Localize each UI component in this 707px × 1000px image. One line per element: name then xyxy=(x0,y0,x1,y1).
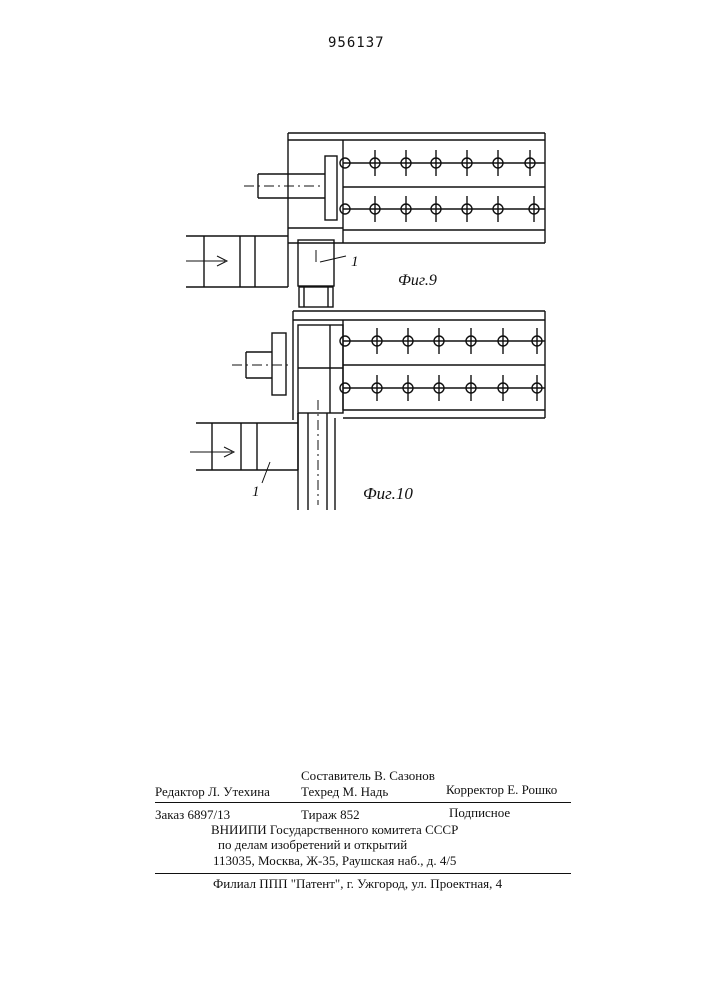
figure-10-drawing xyxy=(190,311,545,510)
editor: Редактор Л. Утехина xyxy=(155,784,270,799)
fig10-roller-row-top xyxy=(340,328,545,354)
fig10-transfer-block xyxy=(298,325,343,413)
fig9-roller-row-bottom xyxy=(340,196,545,222)
order-number: Заказ 6897/13 xyxy=(155,807,230,822)
fig10-caption: Фиг.10 xyxy=(363,486,413,501)
techred: Техред М. Надь xyxy=(301,784,388,799)
fig9-transfer-block xyxy=(298,240,334,286)
fig9-housing xyxy=(288,133,545,243)
branch-address: Филиал ППП "Патент", г. Ужгород, ул. Про… xyxy=(213,876,502,891)
org-line2: по делам изобретений и открытий xyxy=(218,837,407,852)
fig9-conveyor xyxy=(186,228,343,287)
footer-divider-bottom xyxy=(155,873,571,874)
fig10-roller-row-bottom xyxy=(340,375,545,401)
fig9-pusher-plate xyxy=(325,156,337,220)
fig10-output-chute xyxy=(298,413,335,510)
subscription: Подписное xyxy=(449,805,510,820)
org-address: 113035, Москва, Ж-35, Раушская наб., д. … xyxy=(213,853,456,868)
org-line1: ВНИИПИ Государственного комитета СССР xyxy=(211,822,458,837)
fig10-pusher-plate xyxy=(272,333,286,395)
fig9-roller-row-top xyxy=(340,150,545,176)
fig9-caption: Фиг.9 xyxy=(398,273,437,288)
fig10-callout: 1 xyxy=(252,485,260,500)
fig9-callout: 1 xyxy=(351,255,359,270)
fig10-conveyor xyxy=(196,413,298,470)
figure-9-drawing xyxy=(186,133,545,307)
circulation: Тираж 852 xyxy=(301,807,360,822)
footer-divider-top xyxy=(155,802,571,803)
compiler: Составитель В. Сазонов xyxy=(301,768,435,783)
corrector: Корректор Е. Рошко xyxy=(446,782,557,797)
